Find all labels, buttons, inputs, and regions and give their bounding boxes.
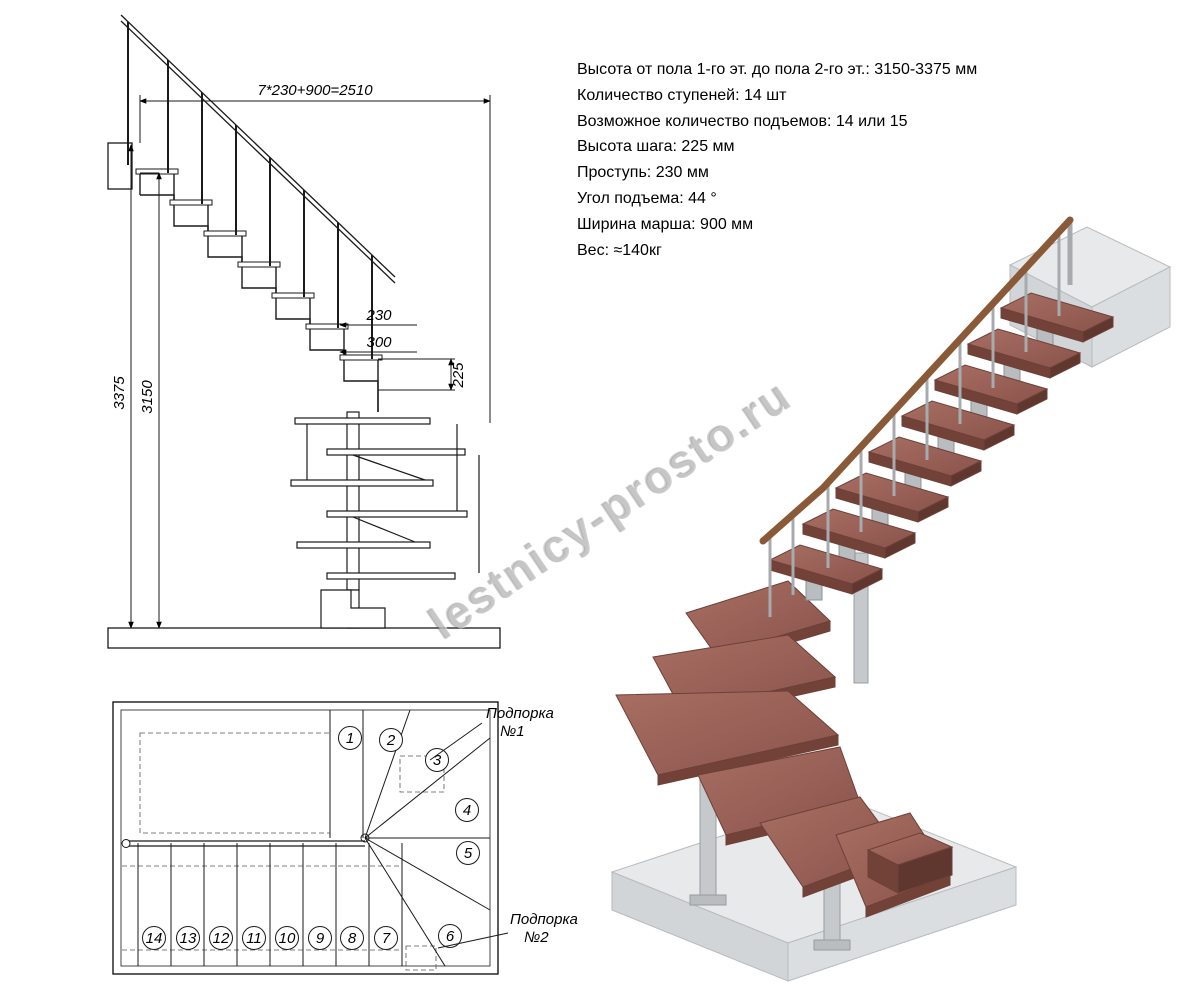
spec-line-height: Высота от пола 1-го эт. до пола 2-го эт.… xyxy=(577,61,978,78)
plan-step-numbers: 1 2 3 4 5 6 7 8 9 10 11 12 13 14 xyxy=(142,726,480,950)
dimension-top: 7*230+900=2510 xyxy=(139,82,491,423)
plan-drawing: 1 2 3 4 5 6 7 8 9 10 11 12 13 14 Подпорк… xyxy=(112,701,578,975)
spec-line-rises: Возможное количество подъемов: 14 или 15 xyxy=(577,112,908,130)
dim-3150-label: 3150 xyxy=(139,380,156,414)
step-number: 6 xyxy=(446,928,455,945)
step-number: 7 xyxy=(382,930,391,947)
plan-handrail xyxy=(121,839,365,848)
support-labels: Подпорка №1 Подпорка №2 xyxy=(429,705,578,949)
dim-top-label: 7*230+900=2510 xyxy=(257,82,373,99)
winder-section xyxy=(290,411,480,629)
tread-plates xyxy=(135,168,383,361)
handrail xyxy=(759,216,1074,545)
spec-line-rise-height: Высота шага: 225 мм xyxy=(577,138,735,156)
step-number: 9 xyxy=(316,930,325,947)
step-number: 3 xyxy=(433,752,442,769)
step-number: 1 xyxy=(346,730,354,747)
stair-stringer xyxy=(139,172,379,412)
step-number: 5 xyxy=(464,845,473,862)
winder-treads xyxy=(615,580,954,918)
staircase-3d-render xyxy=(610,216,1172,982)
dimension-230: 230 xyxy=(339,307,417,328)
plan-winder-lines xyxy=(329,709,491,967)
dimension-3375: 3375 xyxy=(111,144,134,629)
elevation-drawing: 7*230+900=2510 3375 3150 230 300 2 xyxy=(107,14,501,649)
specs-panel: Высота от пола 1-го эт. до пола 2-го эт.… xyxy=(577,57,1097,263)
flight-treads xyxy=(768,292,1115,595)
spec-line-steps: Количество ступеней: 14 шт xyxy=(577,86,787,104)
dim-230-label: 230 xyxy=(365,307,392,324)
dim-225-label: 225 xyxy=(450,362,467,389)
railing xyxy=(120,14,396,359)
spec-line-angle: Угол подъема: 44 ° xyxy=(577,189,717,207)
dimension-3150: 3150 xyxy=(139,172,162,629)
balusters xyxy=(768,220,1073,617)
support-2-label-line1: Подпорка xyxy=(510,911,578,928)
step-number: 14 xyxy=(146,930,163,947)
step-number: 12 xyxy=(213,930,230,947)
step-number: 13 xyxy=(180,930,197,947)
step-number: 10 xyxy=(279,930,296,947)
plan-flight-dividers xyxy=(137,843,403,966)
dimension-225: 225 xyxy=(378,358,467,391)
support-2-label-line2: №2 xyxy=(524,929,549,946)
spec-line-tread: Проступь: 230 мм xyxy=(577,164,709,182)
spec-line-weight: Вес: ≈140кг xyxy=(577,241,662,259)
spec-line-width: Ширина марша: 900 мм xyxy=(577,215,754,233)
dimension-300: 300 xyxy=(339,334,417,355)
dim-300-label: 300 xyxy=(366,334,392,351)
step-number: 11 xyxy=(246,930,262,947)
dim-3375-label: 3375 xyxy=(111,376,128,410)
floor-slab xyxy=(107,627,501,649)
step-number: 4 xyxy=(463,802,471,819)
step-number: 2 xyxy=(386,732,396,749)
support-1-label-line1: Подпорка xyxy=(486,705,554,722)
support-1-label-line2: №1 xyxy=(500,723,525,740)
step-number: 8 xyxy=(348,930,357,947)
support-2-outline xyxy=(405,945,437,971)
